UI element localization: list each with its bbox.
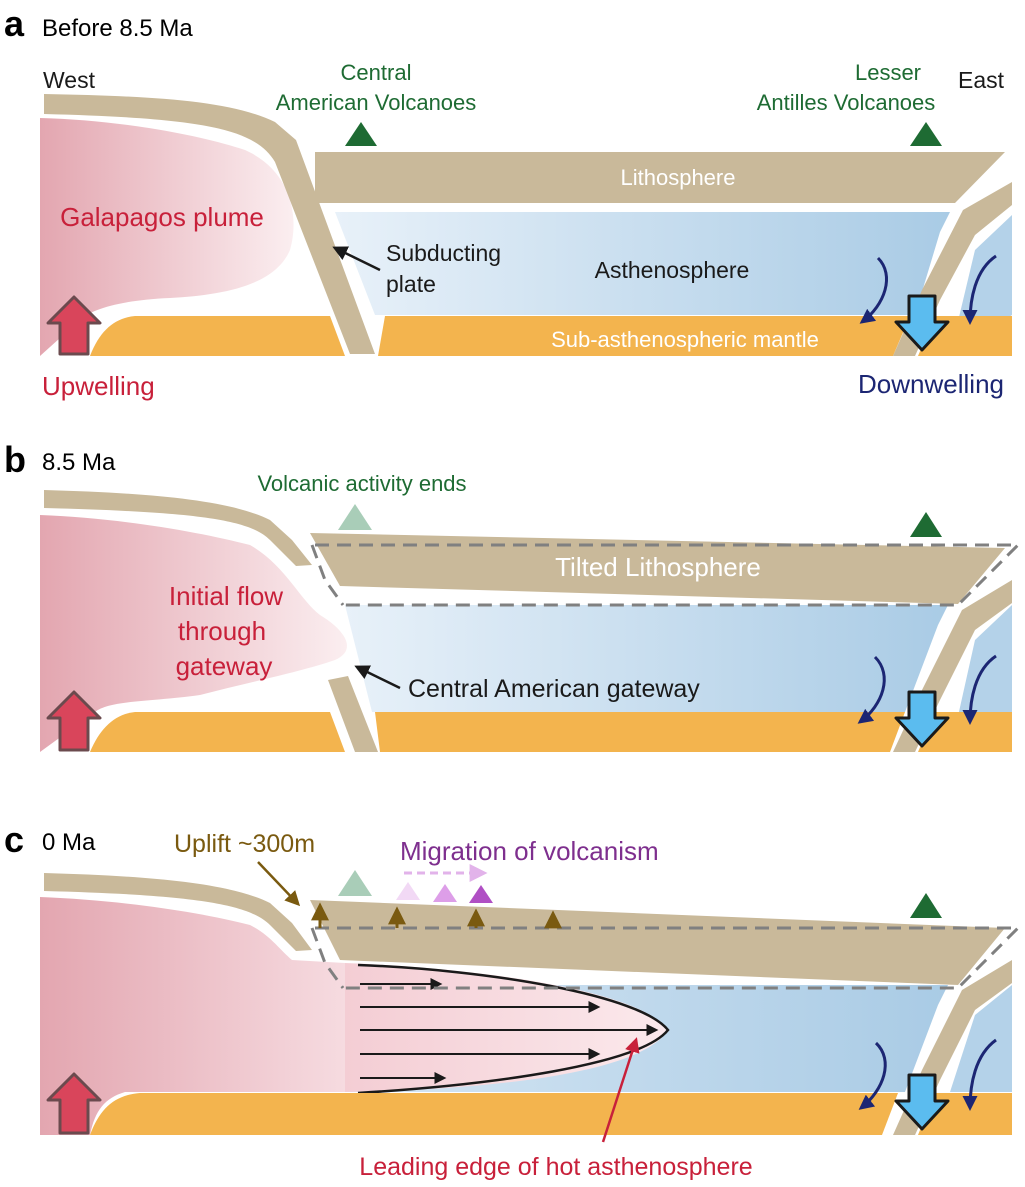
subducting-plate-label-1: Subducting bbox=[386, 240, 501, 266]
panel-c-title: 0 Ma bbox=[42, 829, 96, 856]
antilles-volcanoes-label-2: Antilles Volcanoes bbox=[757, 90, 936, 115]
panel-b-letter: b bbox=[4, 439, 26, 480]
subducting-plate-label-2: plate bbox=[386, 271, 436, 297]
antilles-volcanoes-label-1: Lesser bbox=[855, 60, 921, 85]
panel-c: c 0 Ma Uplift ~300m Migration of volcani… bbox=[4, 819, 1022, 1181]
tilted-lithosphere-label: Tilted Lithosphere bbox=[555, 552, 761, 582]
flow-arrow-east-icon bbox=[962, 654, 997, 725]
plume-body bbox=[40, 118, 294, 356]
hot-asthenosphere-leading-edge bbox=[357, 963, 670, 1095]
plume-body bbox=[40, 897, 345, 1135]
uplift-pointer-arrow-icon bbox=[257, 861, 301, 907]
uplift-label: Uplift ~300m bbox=[174, 830, 315, 858]
sub-mantle-middle bbox=[378, 316, 910, 356]
lesser-antilles-volcano-icon bbox=[910, 512, 942, 537]
sub-mantle-west bbox=[90, 712, 345, 752]
migration-label: Migration of volcanism bbox=[400, 836, 659, 866]
upwelling-arrow-icon bbox=[46, 295, 102, 356]
original-position-dashed-side bbox=[310, 927, 345, 989]
central-volcanoes-label-2: American Volcanoes bbox=[276, 90, 477, 115]
lesser-antilles-volcano-icon bbox=[910, 122, 942, 146]
migrating-volcano-icon-3 bbox=[469, 885, 493, 903]
downwelling-label: Downwelling bbox=[858, 369, 1004, 399]
migrating-volcano-icon-1 bbox=[396, 882, 420, 900]
volcanic-activity-ends-label: Volcanic activity ends bbox=[257, 471, 466, 496]
panel-a-letter: a bbox=[4, 3, 25, 44]
asthenosphere-layer bbox=[335, 212, 950, 315]
initial-flow-label-2: through bbox=[178, 616, 266, 646]
asthenosphere-layer bbox=[345, 605, 948, 712]
downwelling-arrow-icon bbox=[894, 690, 950, 748]
panel-c-letter: c bbox=[4, 819, 24, 860]
flow-arrow-west-icon bbox=[859, 256, 888, 324]
migrating-volcano-icon-2 bbox=[433, 884, 457, 902]
slab-fragment bbox=[328, 676, 378, 752]
east-label: East bbox=[958, 67, 1005, 93]
initial-flow-label-1: Initial flow bbox=[169, 581, 283, 611]
plume-body bbox=[40, 515, 347, 752]
upwelling-arrow-icon bbox=[46, 1072, 102, 1135]
lithosphere-label: Lithosphere bbox=[621, 165, 736, 190]
lithosphere-slab bbox=[315, 152, 1005, 203]
flow-arrow-west-icon bbox=[858, 1041, 887, 1110]
west-plate-upper bbox=[44, 873, 312, 951]
gateway-pointer-arrow-icon bbox=[354, 665, 401, 690]
central-volcanoes-label-1: Central bbox=[341, 60, 412, 85]
subducting-plate bbox=[44, 94, 375, 354]
flow-arrow-east-icon bbox=[962, 1038, 997, 1111]
west-label: West bbox=[43, 67, 96, 93]
sub-mantle-label: Sub-asthenospheric mantle bbox=[551, 327, 819, 352]
galapagos-plume-label: Galapagos plume bbox=[60, 202, 264, 232]
extinct-volcano-icon bbox=[338, 870, 372, 896]
flow-arrow-east-icon bbox=[962, 254, 997, 325]
downwelling-arrow-icon bbox=[894, 294, 950, 352]
extinct-volcano-icon bbox=[338, 504, 372, 530]
initial-flow-label-3: gateway bbox=[176, 651, 273, 681]
panel-a-title: Before 8.5 Ma bbox=[42, 15, 193, 42]
upwelling-arrow-icon bbox=[46, 690, 102, 752]
leading-edge-label: Leading edge of hot asthenosphere bbox=[359, 1153, 752, 1181]
upwelling-label: Upwelling bbox=[42, 371, 155, 401]
original-position-dashed-side bbox=[310, 544, 345, 606]
leading-edge-pointer-arrow-icon bbox=[601, 1037, 640, 1143]
panel-b: b 8.5 Ma Volcanic activity ends Tilted L… bbox=[4, 439, 1022, 752]
downwelling-arrow-icon bbox=[894, 1073, 950, 1131]
east-asthenosphere-layer bbox=[950, 985, 1012, 1092]
panel-a: a Before 8.5 Ma West East Central Americ… bbox=[4, 3, 1012, 401]
subducting-pointer-arrow-icon bbox=[332, 246, 381, 272]
central-american-volcano-icon bbox=[345, 122, 377, 146]
west-plate-upper bbox=[44, 490, 312, 566]
sub-mantle-middle bbox=[375, 712, 905, 752]
central-american-gateway-label: Central American gateway bbox=[408, 675, 700, 703]
flow-arrow-west-icon bbox=[857, 655, 886, 724]
panel-b-title: 8.5 Ma bbox=[42, 449, 116, 476]
asthenosphere-label: Asthenosphere bbox=[595, 257, 750, 283]
lesser-antilles-volcano-icon bbox=[910, 893, 942, 918]
tilted-lithosphere-slab bbox=[310, 533, 1005, 604]
sub-mantle-west bbox=[90, 316, 345, 356]
sub-mantle-west bbox=[90, 1093, 898, 1135]
